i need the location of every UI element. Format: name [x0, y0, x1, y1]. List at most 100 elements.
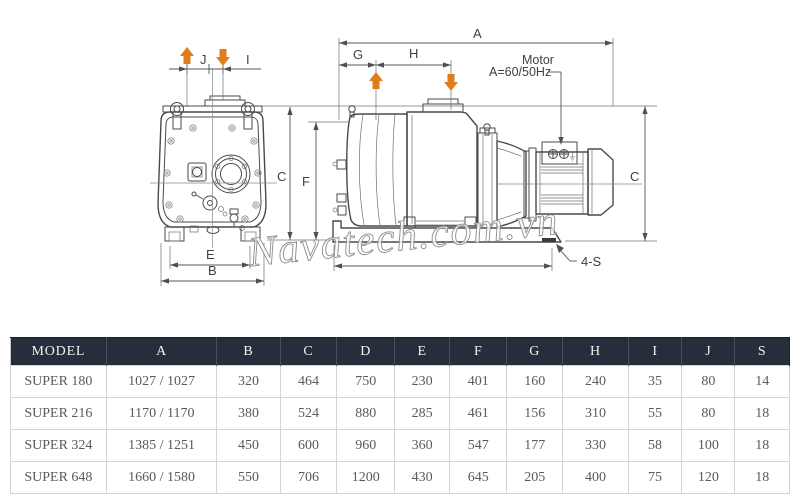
cell-f: 547	[449, 429, 508, 462]
cell-g: 156	[506, 397, 564, 430]
cell-c: 464	[279, 365, 338, 398]
front-port-flange	[211, 154, 251, 194]
cell-e: 360	[394, 429, 451, 462]
dim-label-h: H	[409, 46, 418, 61]
column-header-g: G	[506, 337, 564, 366]
cell-a: 1027 / 1027	[105, 365, 218, 398]
column-header-d: D	[336, 337, 396, 366]
cell-h: 240	[562, 365, 629, 398]
cell-a: 1385 / 1251	[105, 429, 218, 462]
column-header-h: H	[562, 337, 629, 366]
dimension-c-front: C	[267, 107, 330, 241]
column-header-a: A	[106, 337, 218, 366]
cell-j: 80	[681, 397, 736, 430]
cell-model: SUPER 216	[10, 397, 107, 430]
dimension-base-length	[333, 245, 553, 271]
cell-i: 58	[627, 429, 683, 462]
dimension-a: A	[338, 26, 614, 120]
cell-j: 80	[681, 365, 736, 398]
cell-j: 120	[681, 461, 736, 494]
cell-b: 320	[216, 365, 281, 398]
cell-s: 14	[734, 365, 790, 398]
cell-s: 18	[734, 461, 790, 494]
cell-e: 230	[394, 365, 451, 398]
cell-model: SUPER 648	[10, 461, 107, 494]
cell-j: 100	[681, 429, 736, 462]
cell-s: 18	[734, 397, 790, 430]
cell-b: 450	[216, 429, 281, 462]
dim-label-i: I	[246, 52, 250, 67]
perimeter-bolts	[163, 124, 262, 223]
cell-c: 524	[279, 397, 338, 430]
column-header-c: C	[280, 337, 338, 366]
cell-f: 461	[449, 397, 508, 430]
cell-a: 1170 / 1170	[105, 397, 218, 430]
cell-model: SUPER 180	[10, 365, 107, 398]
cell-f: 645	[449, 461, 508, 494]
dim-label-f: F	[302, 174, 310, 189]
dim-label-e: E	[206, 247, 215, 262]
column-header-model: MODEL	[10, 337, 107, 366]
cell-i: 55	[627, 397, 683, 430]
side-view-drawing	[332, 98, 642, 243]
table-row: SUPER 216 1170 / 1170 380 524 880 285 46…	[10, 397, 790, 430]
cell-i: 75	[627, 461, 683, 494]
dimension-c-side: C	[565, 106, 657, 242]
exhaust-arrow-icon	[369, 72, 383, 89]
front-view-drawing	[150, 69, 277, 248]
fan-cover	[587, 148, 614, 216]
cell-g: 205	[506, 461, 564, 494]
column-header-i: I	[628, 337, 683, 366]
dimension-g-h: G H	[339, 46, 458, 120]
column-header-j: J	[681, 337, 736, 366]
ground-symbol-icon	[570, 153, 575, 162]
cell-s: 18	[734, 429, 790, 462]
column-header-s: S	[734, 337, 790, 366]
column-header-e: E	[394, 337, 451, 366]
base-slot	[542, 238, 556, 242]
cell-e: 285	[394, 397, 451, 430]
dim-label-a: A	[473, 26, 482, 41]
motor-note: Motor A=60/50Hz	[489, 53, 564, 145]
cell-f: 401	[449, 365, 508, 398]
base-slot-callout: 4-S	[556, 244, 602, 269]
cell-d: 880	[336, 397, 396, 430]
cell-g: 160	[506, 365, 564, 398]
cell-model: SUPER 324	[10, 429, 107, 462]
table-header-row: MODEL A B C D E F G H I J S	[10, 337, 790, 366]
dimension-e-b: E B	[160, 243, 265, 286]
terminal-box	[541, 141, 578, 165]
cell-b: 380	[216, 397, 281, 430]
dim-label-g: G	[353, 47, 363, 62]
motor-note-line2: A=60/50Hz	[489, 65, 551, 79]
cell-h: 330	[562, 429, 629, 462]
cell-h: 400	[562, 461, 629, 494]
technical-drawing: J I C F E B	[150, 26, 657, 286]
base-slot-label: 4-S	[581, 254, 602, 269]
dim-label-j: J	[200, 52, 207, 67]
cell-d: 960	[336, 429, 396, 462]
dimension-f: F	[302, 121, 349, 240]
table-row: SUPER 648 1660 / 1580 550 706 1200 430 6…	[10, 461, 790, 494]
cell-i: 35	[627, 365, 683, 398]
cell-d: 1200	[336, 461, 396, 494]
column-header-f: F	[449, 337, 508, 366]
dim-label-c-front: C	[277, 169, 286, 184]
cell-d: 750	[336, 365, 396, 398]
dim-label-b: B	[208, 263, 217, 278]
dim-label-c-side: C	[630, 169, 639, 184]
cell-e: 430	[394, 461, 451, 494]
dimension-j-i: J I	[169, 47, 261, 107]
intake-arrow-icon	[216, 49, 230, 66]
exhaust-arrow-icon	[180, 47, 194, 64]
cell-g: 177	[506, 429, 564, 462]
cell-a: 1660 / 1580	[105, 461, 218, 494]
column-header-b: B	[216, 337, 281, 366]
cell-c: 706	[279, 461, 338, 494]
watermark-text: Navatech.com.vn	[245, 198, 561, 276]
table-row: SUPER 324 1385 / 1251 450 600 960 360 54…	[10, 429, 790, 462]
cell-b: 550	[216, 461, 281, 494]
intake-arrow-icon	[444, 74, 458, 91]
pump-dimension-drawing: J I C F E B	[150, 26, 657, 286]
dimensions-table: MODEL A B C D E F G H I J S SUPER 180 10…	[10, 337, 790, 494]
